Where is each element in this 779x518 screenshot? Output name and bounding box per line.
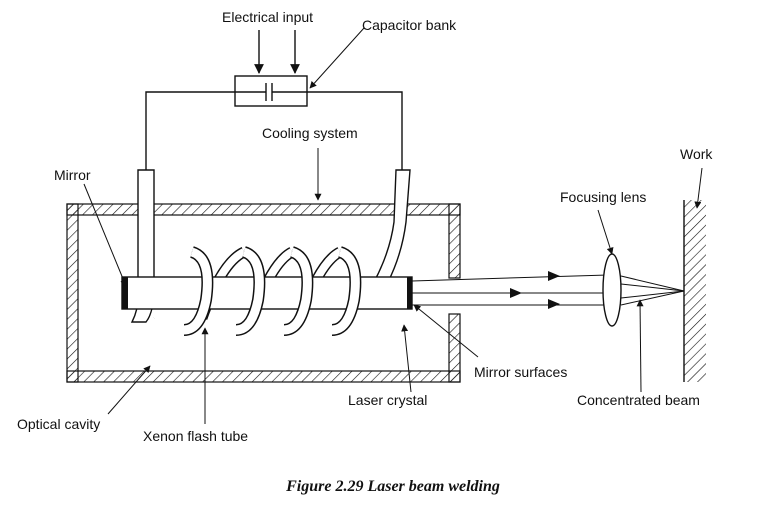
laser-beam [411,271,609,309]
focusing-lens [602,253,622,327]
label-capacitor-bank: Capacitor bank [362,17,457,33]
wiring [145,91,403,170]
laser-crystal-rod [121,276,413,310]
mirror-end-right [407,277,412,309]
optical-cavity-enclosure [66,203,461,383]
capacitor-bank [234,75,308,107]
labels: Electrical input Capacitor bank Cooling … [17,9,713,495]
label-mirror: Mirror [54,167,91,183]
label-cooling-system: Cooling system [262,125,358,141]
figure-caption: Figure 2.29 Laser beam welding [285,478,500,495]
label-focusing-lens: Focusing lens [560,189,646,205]
label-electrical-input: Electrical input [222,9,313,25]
label-optical-cavity: Optical cavity [17,416,100,432]
label-concentrated-beam: Concentrated beam [577,392,700,408]
label-laser-crystal: Laser crystal [348,392,427,408]
concentrated-beam [620,275,685,306]
leader-lines [83,27,703,424]
electrical-input-arrows [254,30,300,74]
work-piece [683,200,706,382]
label-mirror-surfaces: Mirror surfaces [474,364,567,380]
flash-tube-coil-front [183,246,362,336]
label-xenon-flash-tube: Xenon flash tube [143,428,248,444]
mirror-end-left [122,277,128,309]
label-work: Work [680,146,713,162]
